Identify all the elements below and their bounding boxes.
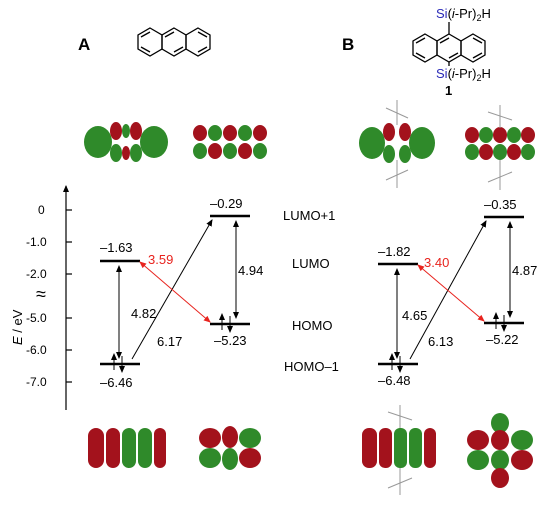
- orbital-a-lumo: [193, 125, 267, 159]
- axis-label: E / eV: [10, 309, 25, 345]
- h-text: H: [481, 66, 490, 81]
- pr-text: -Pr): [455, 6, 477, 21]
- panel-b-electrons: [389, 312, 507, 373]
- a-homo-value: –5.23: [214, 333, 247, 348]
- b-homo-lumo-arrow: [417, 264, 485, 322]
- axis-label-e: E: [10, 336, 25, 345]
- orbital-name-homo: HOMO: [292, 318, 332, 333]
- paren-open: (: [448, 66, 453, 81]
- b-gap-left: 4.65: [402, 308, 427, 323]
- a-lumo-value: –1.63: [100, 240, 133, 255]
- orbital-b-homo-minus1: [362, 405, 436, 495]
- panel-label-a: A: [78, 35, 90, 54]
- orbital-name-homo-minus1: HOMO–1: [284, 359, 339, 374]
- a-homo-lumo-arrow: [139, 261, 211, 323]
- sub-2: 2: [476, 73, 481, 83]
- compound-number: 1: [445, 83, 452, 98]
- a-gap-homo-lumo: 3.59: [148, 252, 173, 267]
- tick-m1: -1.0: [26, 235, 47, 249]
- orbital-b-lumo: [465, 105, 535, 190]
- compound-1-structure: [412, 22, 486, 66]
- iso-text: i: [452, 66, 456, 81]
- a-lumo-plus1-value: –0.29: [210, 196, 243, 211]
- axis-label-unit: / eV: [10, 309, 25, 336]
- b-gap-homo-lumo: 3.40: [424, 255, 449, 270]
- bottom-substituent: Si(i-Pr)2H: [436, 66, 491, 83]
- orbital-b-homo: [467, 413, 533, 488]
- si-text: Si: [436, 6, 448, 21]
- orbital-name-lumo-plus1: LUMO+1: [283, 208, 335, 223]
- a-gap-diagonal: 6.17: [157, 334, 182, 349]
- b-gap-right: 4.87: [512, 263, 537, 278]
- top-substituent: Si(i-Pr)2H: [436, 6, 491, 23]
- b-homo-minus1-value: –6.48: [378, 373, 411, 388]
- a-gap-left: 4.82: [131, 306, 156, 321]
- b-homo-value: –5.22: [486, 332, 519, 347]
- axis-break: ≈: [36, 284, 46, 304]
- si-text: Si: [436, 66, 448, 81]
- orbital-a-lumo-plus1: [84, 122, 168, 162]
- orbital-name-lumo: LUMO: [292, 256, 330, 271]
- panel-label-b: B: [342, 35, 354, 54]
- b-lumo-plus1-value: –0.35: [484, 197, 517, 212]
- sub-2: 2: [476, 13, 481, 23]
- h-text: H: [481, 6, 490, 21]
- a-gap-right: 4.94: [238, 263, 263, 278]
- orbital-b-lumo-plus1: [359, 100, 435, 188]
- pr-text: -Pr): [455, 66, 477, 81]
- iso-text: i: [452, 6, 456, 21]
- anthracene-structure: [137, 27, 211, 57]
- tick-0: 0: [38, 203, 45, 217]
- b-lumo-value: –1.82: [378, 244, 411, 259]
- axis-ticks: [66, 209, 72, 383]
- tick-m7: -7.0: [26, 375, 47, 389]
- tick-m5: -5.0: [26, 311, 47, 325]
- orbital-a-homo-minus1: [88, 428, 166, 468]
- paren-open: (: [448, 6, 453, 21]
- tick-m6: -6.0: [26, 343, 47, 357]
- a-homo-minus1-value: –6.46: [100, 375, 133, 390]
- b-gap-diagonal: 6.13: [428, 334, 453, 349]
- orbital-a-homo: [199, 426, 261, 470]
- panel-a-electrons: [111, 313, 233, 373]
- tick-m2: -2.0: [26, 267, 47, 281]
- panel-a-levels: [100, 214, 250, 366]
